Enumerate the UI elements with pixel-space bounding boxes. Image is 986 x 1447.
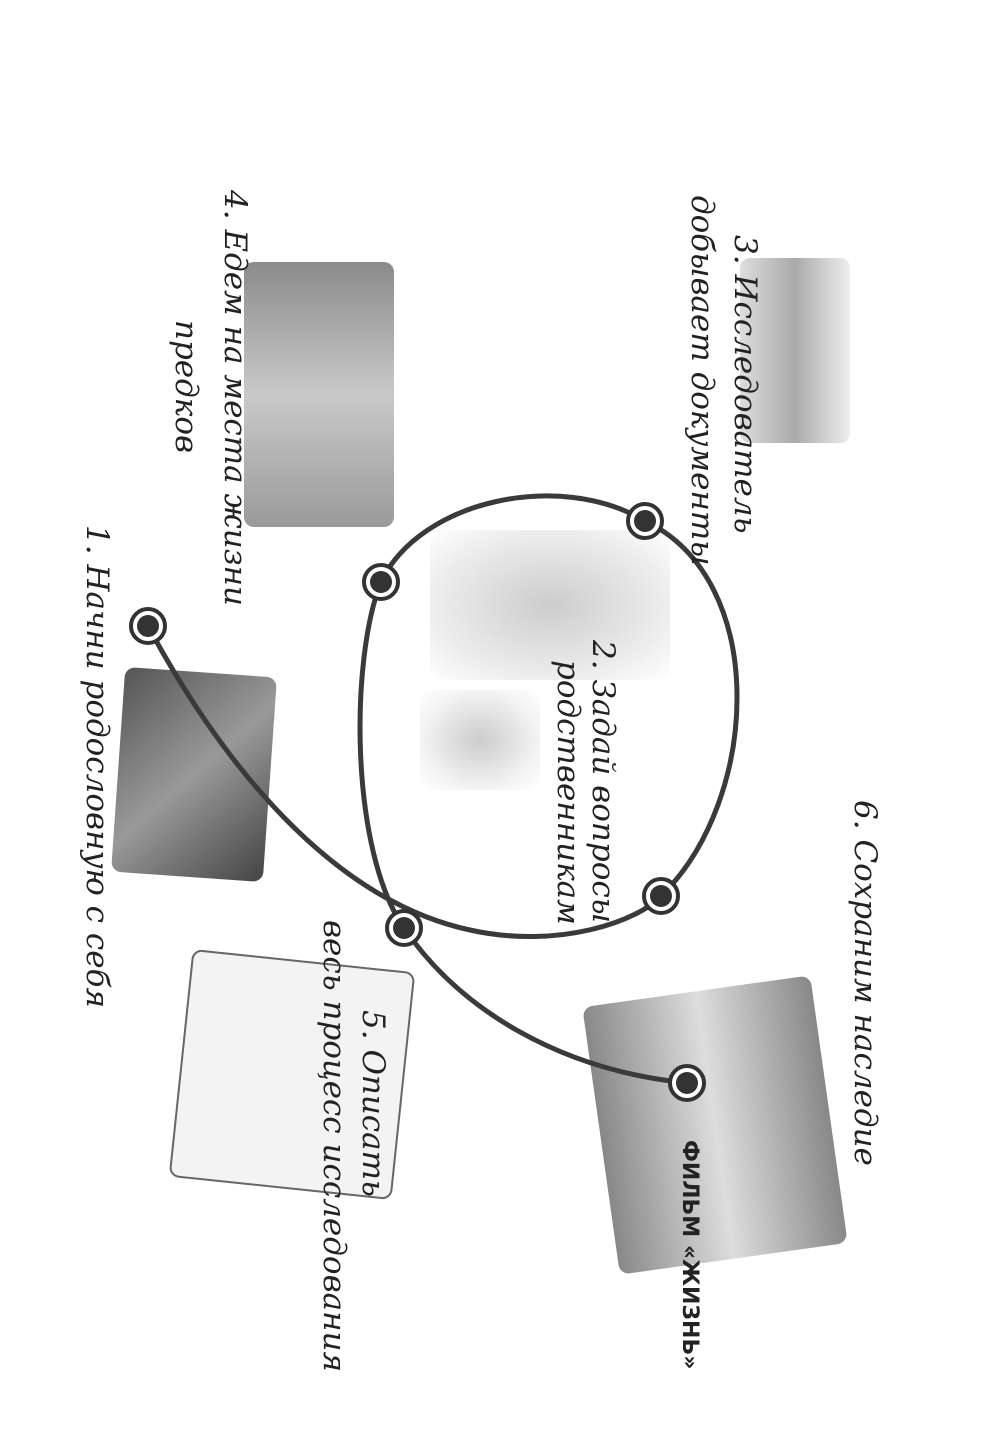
node-step-2b <box>642 877 680 915</box>
node-step-2a <box>362 563 400 601</box>
node-step-5 <box>385 909 423 947</box>
village-landscape-illustration <box>244 262 394 527</box>
step-6-label: 6. Сохраним наследие <box>847 800 883 1166</box>
node-step-1 <box>129 607 167 645</box>
cat-on-stool-illustration <box>420 690 540 790</box>
node-step-6 <box>668 1064 706 1102</box>
step-5-label: 5. Описать весь процесс исследования <box>316 920 391 1373</box>
grandmother-table-illustration <box>430 530 670 680</box>
books-illustration <box>740 258 850 443</box>
node-step-3 <box>626 502 664 540</box>
step-3-label: 3. Исследователь добывает документы <box>684 195 763 566</box>
step-1-label: 1. Начни родословную с себя <box>79 525 115 1009</box>
step-4-label: 4. Едем на места жизни предков <box>168 190 253 607</box>
step-2-label: 2. Задай вопросы родственникам <box>550 640 621 925</box>
